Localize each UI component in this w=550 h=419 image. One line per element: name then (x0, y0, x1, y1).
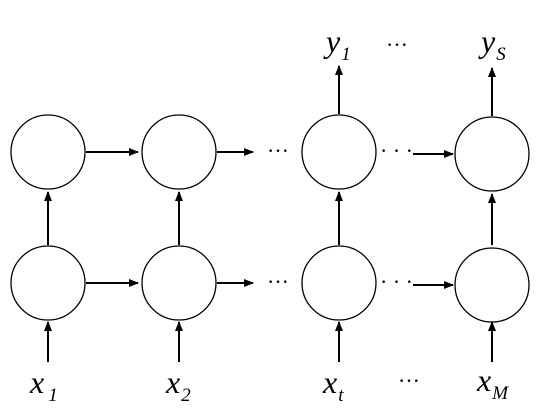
output-labels: y1 yS (323, 23, 506, 65)
node-bottom-2 (141, 245, 217, 321)
top-row-connections (86, 148, 454, 158)
node-top-t (301, 114, 377, 190)
node-top-2 (141, 114, 217, 190)
input-label-xt: xt (322, 364, 344, 406)
ellipsis-bottom-right: · · · (380, 269, 413, 294)
output-arrows (335, 65, 496, 116)
vertical-connections (44, 191, 496, 245)
ellipsis-bottom-mid: ··· (267, 269, 289, 294)
input-arrows (44, 321, 496, 362)
ellipsis-inputs: ··· (398, 368, 420, 393)
input-label-x2: x2 (165, 364, 191, 406)
ellipsis-top-mid: ··· (267, 138, 289, 163)
output-label-yS: yS (478, 23, 506, 65)
node-bottom-1 (10, 245, 86, 321)
node-top-1 (10, 114, 86, 190)
node-bottom-M (454, 247, 530, 323)
input-label-xM: xM (476, 362, 509, 404)
output-label-y1: y1 (323, 23, 351, 65)
ellipsis-outputs: ··· (386, 32, 408, 57)
bottom-row-nodes (10, 245, 530, 323)
ellipses: ··· · · · ··· · · · ··· ··· (267, 32, 420, 393)
top-row-nodes (10, 114, 530, 192)
node-top-M (454, 116, 530, 192)
ellipsis-top-right: · · · (380, 138, 413, 163)
node-bottom-t (301, 245, 377, 321)
bottom-row-connections (86, 279, 454, 289)
